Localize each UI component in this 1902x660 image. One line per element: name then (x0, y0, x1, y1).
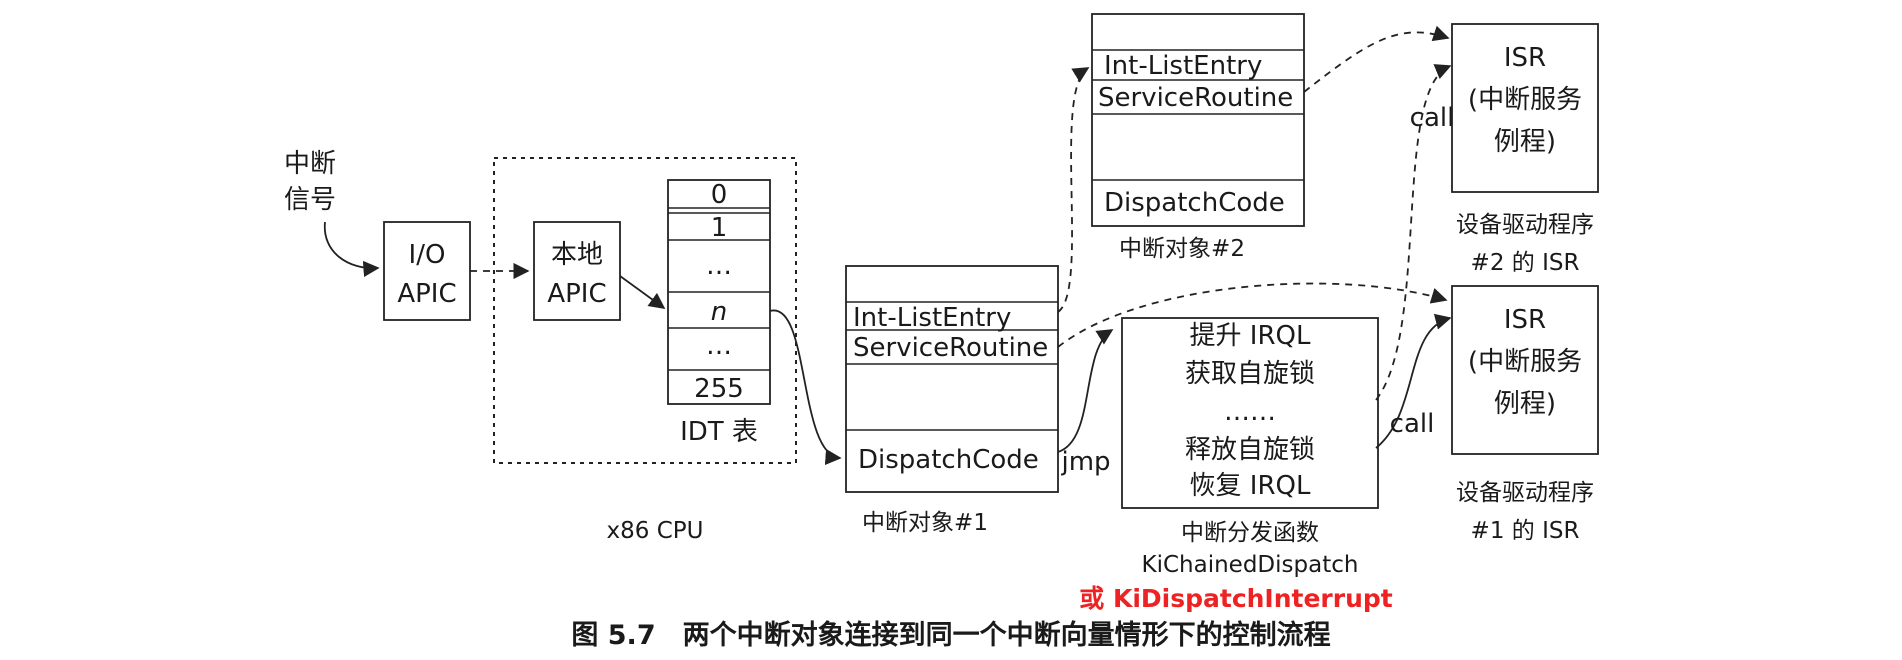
isr1-box: ISR (中断服务 例程) (1451, 285, 1599, 455)
isr2-line: (中断服务 (1468, 85, 1582, 115)
obj1-field-dispatchcode: DispatchCode (858, 445, 1039, 475)
io-apic-label-line1: I/O (409, 240, 446, 270)
call-label-2: call (1410, 103, 1455, 133)
interrupt-object-1: Int-ListEntry ServiceRoutine DispatchCod… (845, 265, 1059, 493)
jmp-arrow (1057, 329, 1114, 453)
local-to-idt-arrow (619, 275, 666, 309)
obj2-field-dispatchcode: DispatchCode (1104, 188, 1285, 218)
isr1-line: 例程) (1494, 389, 1556, 419)
obj1-caption: 中断对象#1 (862, 510, 988, 536)
io-apic-label-line2: APIC (397, 279, 456, 309)
isr1-caption-1: 设备驱动程序 (1456, 480, 1594, 506)
idt-row: 1 (711, 213, 728, 243)
idt-row: 255 (694, 374, 744, 404)
obj1-field-listentry: Int-ListEntry (853, 303, 1011, 333)
isr1-caption-2: #1 的 ISR (1471, 518, 1580, 544)
list-link-arrow (1057, 67, 1090, 313)
local-apic-label-line1: 本地 (551, 240, 603, 270)
cpu-caption: x86 CPU (607, 518, 704, 544)
idt-table: 0 1 … n … 255 (667, 179, 771, 405)
io-apic-box: I/O APIC (383, 221, 471, 321)
dispatcher-to-isr2-arrow (1375, 64, 1452, 401)
obj1-to-isr1-arrow (1057, 282, 1448, 348)
dispatcher-step: 获取自旋锁 (1185, 359, 1315, 389)
signal-label-line2: 信号 (284, 185, 336, 215)
idt-row: 0 (711, 180, 728, 210)
isr1-line: (中断服务 (1468, 347, 1582, 377)
isr2-caption-1: 设备驱动程序 (1456, 212, 1594, 238)
dispatcher-box: 提升 IRQL 获取自旋锁 …… 释放自旋锁 恢复 IRQL (1121, 317, 1379, 509)
dispatcher-step: 释放自旋锁 (1185, 435, 1315, 465)
isr2-caption-2: #2 的 ISR (1471, 250, 1580, 276)
jmp-label: jmp (1060, 447, 1110, 477)
signal-arrow (324, 221, 380, 278)
figure-title: 图 5.7 两个中断对象连接到同一个中断向量情形下的控制流程 (571, 619, 1330, 651)
idt-caption: IDT 表 (680, 417, 758, 447)
isr2-line: ISR (1504, 43, 1546, 73)
obj1-field-serviceroutine: ServiceRoutine (853, 333, 1048, 363)
local-apic-label-line2: APIC (547, 279, 606, 309)
local-apic-box: 本地 APIC (533, 221, 621, 321)
dispatcher-caption-2: KiChainedDispatch (1142, 552, 1359, 578)
interrupt-object-2: Int-ListEntry ServiceRoutine DispatchCod… (1091, 13, 1305, 227)
dispatcher-step: …… (1224, 397, 1276, 427)
cpu-boundary (493, 157, 797, 464)
idt-to-dispatchcode-arrow (769, 309, 842, 465)
dispatcher-step: 提升 IRQL (1190, 321, 1311, 351)
isr2-line: 例程) (1494, 127, 1556, 157)
dispatcher-step: 恢复 IRQL (1190, 471, 1311, 501)
idt-row: n (711, 297, 727, 327)
dispatcher-caption-1: 中断分发函数 (1181, 520, 1319, 546)
isr1-line: ISR (1504, 305, 1546, 335)
idt-row: … (706, 251, 732, 281)
dispatcher-alt-caption: 或 KiDispatchInterrupt (1079, 584, 1393, 613)
call-label-1: call (1390, 409, 1435, 439)
obj2-to-isr2-arrow (1303, 25, 1450, 93)
idt-row: … (706, 331, 732, 361)
dispatcher-to-isr1-arrow (1375, 313, 1452, 449)
obj2-field-listentry: Int-ListEntry (1104, 51, 1262, 81)
obj2-caption: 中断对象#2 (1119, 236, 1245, 262)
signal-label-line1: 中断 (284, 149, 336, 179)
obj2-field-serviceroutine: ServiceRoutine (1098, 83, 1293, 113)
isr2-box: ISR (中断服务 例程) (1451, 23, 1599, 193)
